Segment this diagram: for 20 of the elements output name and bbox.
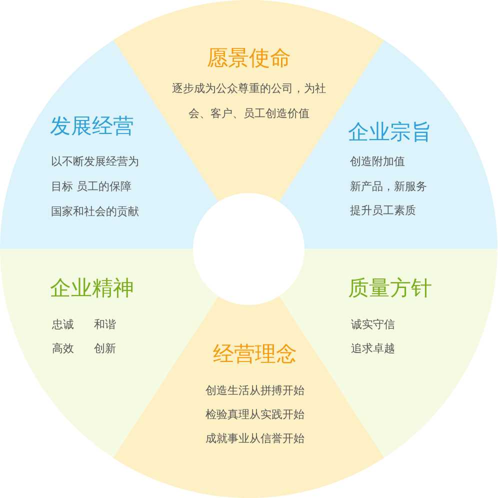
segment-heading: 发展经营	[50, 114, 134, 140]
segment-text: 成就事业从信誉开始	[205, 432, 304, 446]
segment-heading: 企业宗旨	[348, 120, 432, 146]
segment-heading: 愿景使命	[206, 46, 291, 72]
segment-text: 忠诚	[52, 318, 74, 332]
segment-text: 和谐	[94, 318, 116, 332]
segment-text: 提升员工素质	[350, 204, 416, 218]
segment-heading: 质量方针	[348, 276, 432, 302]
segment-text: 创新	[94, 342, 116, 356]
segment-text: 新产品，新服务	[350, 180, 427, 194]
segment-text: 检验真理从实践开始	[205, 408, 304, 422]
segment-text: 以不断发展经营为目标 员工的保障国家和社会的贡献	[51, 154, 140, 220]
segment-text: 高效	[52, 342, 74, 356]
segment-text: 追求卓越	[350, 342, 395, 356]
segment-text: 诚实守信	[350, 318, 395, 332]
segment-text: 创造生活从拼搏开始	[205, 384, 304, 398]
segment-text: 逐步成为公众尊重的公司，为社会、客户、员工创造价值	[170, 81, 327, 122]
segment-heading: 经营理念	[212, 342, 297, 368]
segment-heading: 企业精神	[50, 276, 134, 302]
segment-text: 创造附加值	[350, 154, 405, 168]
